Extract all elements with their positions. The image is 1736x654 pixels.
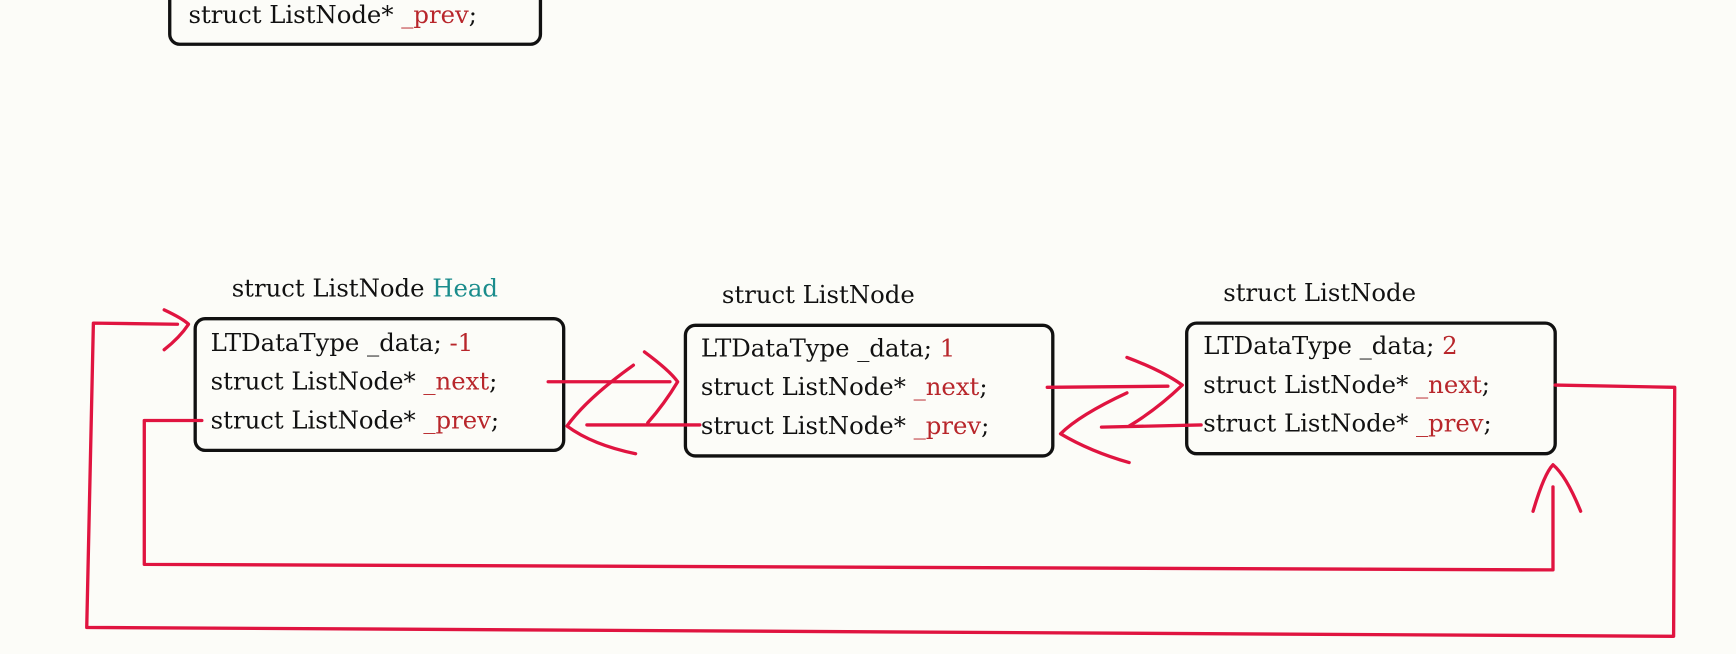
semicolon: ;	[469, 0, 477, 29]
prev-field: _prev	[401, 0, 469, 29]
head-label: Head	[432, 274, 498, 303]
node-2: struct ListNode LTDataType _data; 2 stru…	[1185, 278, 1557, 456]
node-box	[683, 323, 1055, 458]
arrow-node2-prev-to-node1	[1058, 391, 1203, 465]
node-box	[193, 317, 566, 453]
data-value: 1	[940, 333, 955, 362]
arrow-head-next-to-node1	[546, 350, 680, 425]
top-node-box	[168, 0, 543, 46]
svg-text:struct ListNode* _prev;: struct ListNode* _prev;	[189, 0, 477, 29]
top-node-fragment: struct ListNode* _prev;	[168, 0, 543, 46]
data-field: LTDataType _data; 1	[701, 333, 955, 362]
arrow-node1-prev-to-head	[565, 363, 702, 456]
arrow-tail-next-to-head	[85, 308, 1677, 638]
node-box	[1185, 321, 1557, 456]
node-label: struct ListNode	[722, 280, 915, 309]
prev-field: struct ListNode* _prev;	[701, 411, 989, 440]
next-field: struct ListNode* _next;	[211, 367, 498, 396]
data-value: 2	[1442, 331, 1457, 360]
node-label: struct ListNode Head	[232, 274, 498, 303]
next-field: struct ListNode* _next;	[701, 372, 988, 401]
data-field: LTDataType _data; -1	[211, 328, 474, 357]
prev-field: struct ListNode* _prev;	[211, 405, 499, 434]
data-value: -1	[450, 328, 474, 357]
prev-type: struct ListNode*	[189, 0, 394, 29]
prev-field: struct ListNode* _prev;	[1203, 409, 1491, 438]
data-field: LTDataType _data; 2	[1203, 331, 1457, 360]
arrow-head-prev-to-tail	[142, 418, 1583, 572]
next-field: struct ListNode* _next;	[1203, 370, 1490, 399]
node-label: struct ListNode	[1223, 278, 1416, 307]
arrow-node1-next-to-node2	[1045, 355, 1184, 428]
node-1: struct ListNode LTDataType _data; 1 stru…	[683, 280, 1055, 458]
node-head: struct ListNode Head LTDataType _data; -…	[193, 274, 566, 453]
